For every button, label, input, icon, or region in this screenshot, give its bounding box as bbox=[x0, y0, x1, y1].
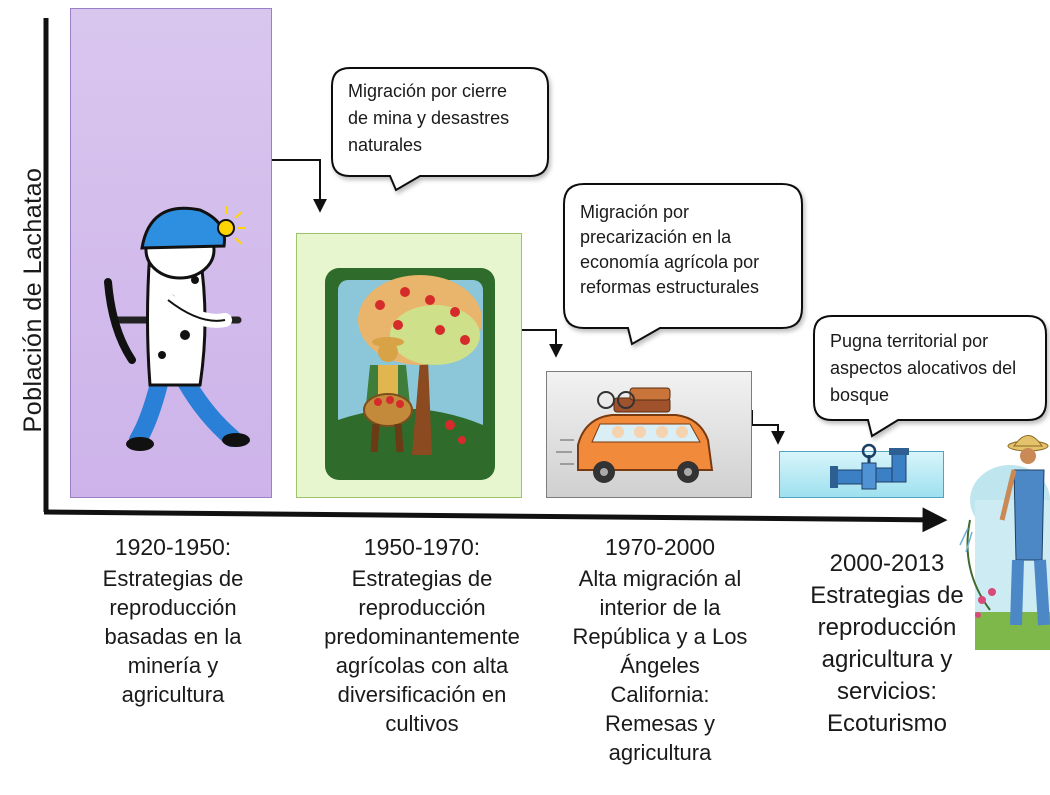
period-year: 1920-1950: bbox=[114, 534, 232, 560]
period-line: cultivos bbox=[385, 711, 459, 736]
speech-bubble-line: naturales bbox=[348, 135, 423, 155]
period-description-3: 1970-2000 Alta migración al interior de … bbox=[555, 530, 765, 767]
period-line: minería y bbox=[127, 653, 219, 678]
period-line: República y a Los bbox=[572, 624, 748, 649]
period-line: Estrategias de bbox=[351, 566, 493, 591]
speech-bubble-line: economía agrícola por bbox=[580, 252, 760, 272]
gardener-icon bbox=[959, 435, 1050, 650]
water-valve-icon bbox=[830, 443, 909, 490]
period-line: agricultura y bbox=[821, 646, 953, 673]
miner-icon bbox=[104, 206, 250, 451]
speech-bubble-3 bbox=[813, 315, 1047, 438]
family-car-icon bbox=[556, 387, 714, 483]
period-year: 1950-1970: bbox=[363, 534, 481, 560]
farmer-apple-tree-icon bbox=[325, 268, 495, 480]
speech-bubble-line: reformas estructurales bbox=[580, 277, 760, 297]
period-line: California: bbox=[610, 682, 710, 707]
speech-bubble-line: Pugna territorial por bbox=[830, 331, 989, 351]
period-line: diversificación en bbox=[337, 682, 507, 707]
period-line: agrícolas con alta bbox=[335, 653, 509, 678]
period-line: reproducción bbox=[358, 595, 486, 620]
period-line: Remesas y bbox=[604, 711, 716, 736]
period-line: Alta migración al bbox=[578, 566, 742, 591]
period-line: interior de la bbox=[599, 595, 721, 620]
y-axis-label: Población de Lachatao bbox=[19, 167, 47, 433]
speech-bubble-line: Migración por cierre bbox=[348, 81, 508, 101]
period-line: reproducción bbox=[109, 595, 237, 620]
speech-bubble-2-text: Migración por precarización en la econom… bbox=[580, 200, 790, 300]
speech-bubble-1-text: Migración por cierre de mina y desastres… bbox=[348, 78, 548, 159]
period-line: Ángeles bbox=[620, 653, 700, 678]
x-axis bbox=[43, 507, 948, 533]
speech-bubble-line: bosque bbox=[830, 385, 890, 405]
speech-bubble-line: precarización en la bbox=[580, 227, 732, 247]
speech-bubble-3-text: Pugna territorial por aspectos alocativo… bbox=[830, 328, 1035, 409]
speech-bubble-line: aspectos alocativos del bbox=[830, 358, 1017, 378]
period-year: 1970-2000 bbox=[605, 534, 715, 560]
period-line: predominantemente bbox=[324, 624, 520, 649]
connector-arrow-3 bbox=[751, 410, 785, 445]
period-line: agricultura bbox=[608, 740, 712, 765]
period-line: agricultura bbox=[121, 682, 225, 707]
speech-bubble-line: Migración por bbox=[580, 202, 690, 222]
period-line: servicios: bbox=[836, 678, 938, 705]
period-description-2: 1950-1970: Estrategias de reproducción p… bbox=[307, 530, 537, 738]
period-description-1: 1920-1950: Estrategias de reproducción b… bbox=[73, 530, 273, 709]
speech-bubble-2 bbox=[563, 183, 803, 346]
period-line: reproducción bbox=[817, 614, 957, 641]
period-line: Ecoturismo bbox=[826, 710, 948, 737]
period-line: Estrategias de bbox=[810, 582, 964, 609]
speech-bubble-line: de mina y desastres bbox=[348, 108, 510, 128]
period-description-4: 2000-2013 Estrategias de reproducción ag… bbox=[798, 548, 976, 740]
period-year: 2000-2013 bbox=[829, 550, 945, 577]
speech-bubble-1 bbox=[331, 67, 549, 192]
period-line: Estrategias de bbox=[102, 566, 244, 591]
period-line: basadas en la bbox=[104, 624, 242, 649]
